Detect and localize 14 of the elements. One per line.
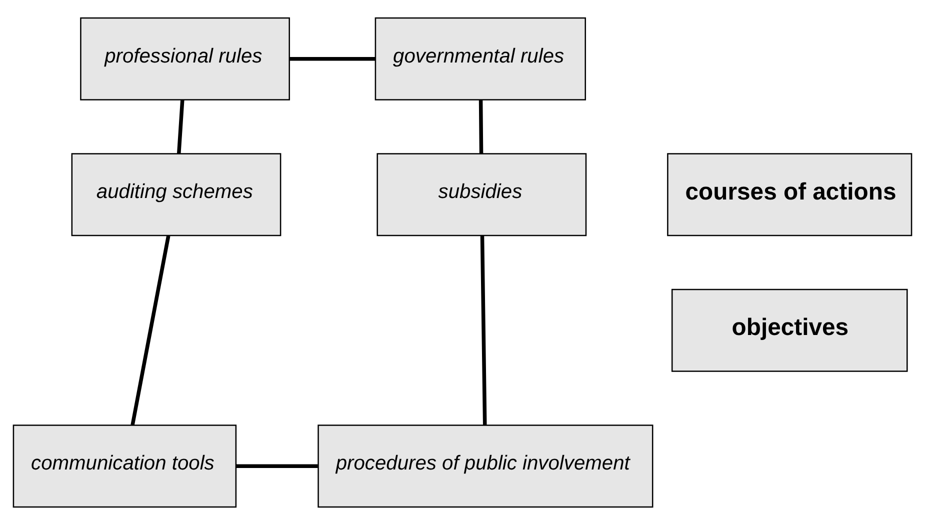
connector <box>478 99 484 154</box>
node-box: communication tools <box>12 424 237 508</box>
node-box: objectives <box>671 288 908 372</box>
connector <box>480 235 487 424</box>
node-box: courses of actions <box>667 152 912 236</box>
node-box: auditing schemes <box>71 152 282 236</box>
connector <box>130 235 170 425</box>
node-box: procedures of public involvement <box>318 424 654 508</box>
node-box: subsidies <box>376 152 587 236</box>
connector <box>176 99 184 154</box>
connector <box>236 464 318 468</box>
node-box: professional rules <box>80 16 290 100</box>
node-box: governmental rules <box>374 16 586 100</box>
connector <box>289 56 376 60</box>
